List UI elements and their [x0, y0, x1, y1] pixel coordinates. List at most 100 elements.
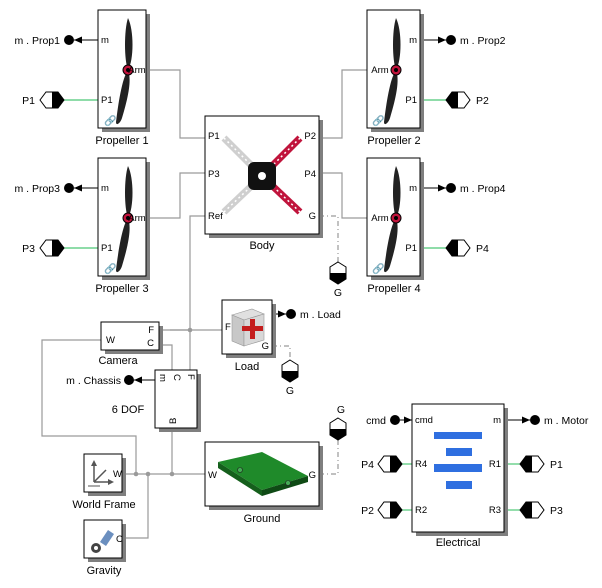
block-name: Propeller 4 [367, 283, 420, 295]
port-m-label: m [101, 183, 109, 194]
block-name: 6 DOF [112, 404, 145, 416]
world-frame-block[interactable]: W World Frame [72, 453, 136, 511]
body-block[interactable]: P1 P2 P3 P4 Ref G Body [204, 115, 323, 252]
outport-prop4[interactable]: m . Prop4 [446, 183, 506, 195]
ground-block[interactable]: W G Ground [204, 441, 323, 525]
port-g-label: G [309, 470, 316, 481]
outport-chassis[interactable]: m . Chassis [66, 375, 134, 387]
port-w-label: W [113, 469, 122, 480]
connection-port-elec-p1[interactable]: P1 [519, 455, 563, 473]
connection-port-g-load[interactable]: G [281, 359, 299, 397]
port-g-label: G [262, 341, 269, 352]
wire-prop3-body[interactable] [146, 172, 205, 219]
connection-port-elec-p3[interactable]: P3 [519, 501, 563, 519]
wire-gravity-world[interactable] [122, 474, 149, 539]
connection-port-g-ground[interactable]: G [329, 404, 347, 441]
outport-label: m . Motor [544, 415, 589, 427]
connection-port-p1-left[interactable]: P1 [22, 91, 65, 109]
outport-label: m . Load [300, 309, 341, 321]
gravity-block[interactable]: C Gravity [83, 519, 126, 577]
wire-load-g[interactable] [272, 345, 291, 360]
port-f-label: F [225, 322, 231, 333]
block-name: Body [249, 240, 275, 252]
link-icon: 🔗 [372, 262, 385, 275]
propeller-2-block[interactable]: m Arm P1 🔗 Propeller 2 [366, 9, 424, 147]
propeller-3-block[interactable]: m Arm P1 🔗 Propeller 3 [95, 157, 150, 295]
port-p1-label: P1 [208, 131, 220, 142]
port-label: G [337, 404, 345, 416]
quadcopter-frame-icon [221, 135, 303, 215]
wire-prop1-body[interactable] [146, 69, 205, 139]
port-m-label: m [157, 374, 168, 382]
port-label: P3 [22, 243, 35, 255]
port-r2-label: R2 [415, 505, 427, 516]
port-label: P2 [476, 95, 489, 107]
port-label: P1 [22, 95, 35, 107]
port-r4-label: R4 [415, 459, 427, 470]
outport-motor[interactable]: m . Motor [530, 415, 589, 427]
port-arm-label: Arm [371, 65, 389, 76]
camera-block[interactable]: W F C Camera [98, 321, 163, 367]
port-arm-label: Arm [371, 213, 389, 224]
port-label: G [334, 287, 342, 299]
inport-label: cmd [366, 415, 386, 427]
outport-prop3[interactable]: m . Prop3 [14, 183, 74, 195]
port-f-label: F [185, 374, 196, 380]
ground-plate-icon [218, 452, 308, 496]
world-frame-icon [88, 460, 114, 487]
outport-load[interactable]: m . Load [286, 309, 341, 321]
port-p1-label: P1 [405, 243, 417, 254]
block-name: Propeller 3 [95, 283, 148, 295]
port-p4-label: P4 [304, 169, 316, 180]
wire-body-ref[interactable] [189, 215, 205, 330]
propeller-1-block[interactable]: m Arm P1 🔗 Propeller 1 [95, 9, 150, 147]
connection-port-elec-p2[interactable]: P2 [361, 501, 403, 519]
port-arm-label: Arm [128, 65, 146, 76]
propeller-icon [116, 166, 134, 273]
wire-prop4-body[interactable] [319, 172, 367, 219]
block-name: Gravity [87, 565, 122, 577]
port-label: P4 [361, 459, 374, 471]
port-label: P1 [550, 459, 563, 471]
connection-port-elec-p4[interactable]: P4 [361, 455, 403, 473]
port-r3-label: R3 [489, 505, 501, 516]
connection-port-p3-left[interactable]: P3 [22, 239, 65, 257]
port-f-label: F [148, 325, 154, 336]
wire-body-g[interactable] [319, 215, 339, 262]
connection-port-g-body[interactable]: G [329, 261, 347, 299]
block-name: World Frame [72, 499, 135, 511]
port-p3-label: P3 [208, 169, 220, 180]
block-name: Propeller 2 [367, 135, 420, 147]
port-p1-label: P1 [101, 243, 113, 254]
port-label: P3 [550, 505, 563, 517]
port-b-label: B [168, 418, 179, 424]
propeller-icon [384, 166, 402, 273]
wire-prop2-body[interactable] [319, 69, 367, 139]
propeller-icon [116, 18, 134, 125]
port-p1-label: P1 [101, 95, 113, 106]
link-icon: 🔗 [372, 114, 385, 127]
connection-port-p2-right[interactable]: P2 [445, 91, 489, 109]
port-c-label: C [171, 374, 182, 381]
port-cmd-label: cmd [415, 415, 433, 426]
inport-cmd[interactable]: cmd [366, 415, 400, 427]
outport-label: m . Prop1 [14, 35, 60, 47]
port-p2-label: P2 [304, 131, 316, 142]
block-name: Load [235, 361, 259, 373]
outport-label: m . Chassis [66, 375, 121, 387]
port-c-label: C [116, 534, 123, 545]
port-ref-label: Ref [208, 211, 223, 222]
link-icon: 🔗 [104, 114, 117, 127]
outport-prop2[interactable]: m . Prop2 [446, 35, 506, 47]
outport-prop1[interactable]: m . Prop1 [14, 35, 74, 47]
electrical-block[interactable]: cmd m R4 R1 R2 R3 Electrical [411, 403, 508, 549]
connection-port-p4-right[interactable]: P4 [445, 239, 489, 257]
six-dof-block[interactable]: m C F B 6 DOF [112, 369, 201, 432]
port-c-label: C [147, 338, 154, 349]
load-block[interactable]: F G Load [221, 299, 276, 373]
outport-label: m . Prop4 [460, 183, 506, 195]
block-name: Ground [244, 513, 281, 525]
wire-camera-w[interactable] [41, 339, 137, 474]
propeller-4-block[interactable]: m Arm P1 🔗 Propeller 4 [366, 157, 424, 295]
